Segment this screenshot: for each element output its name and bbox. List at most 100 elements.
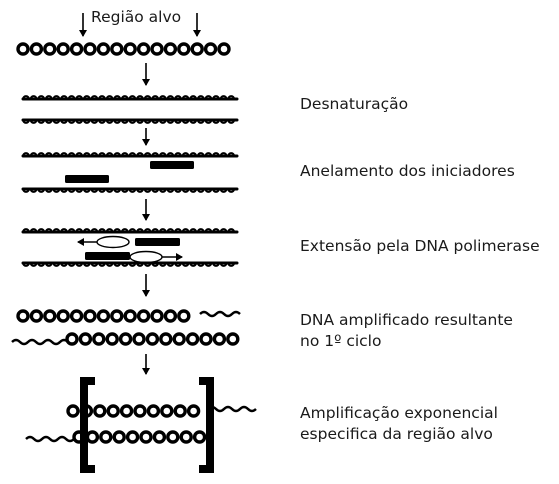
strand-bump <box>82 119 91 124</box>
strand-bump <box>52 95 61 100</box>
strand-bump <box>98 119 106 124</box>
strand-bump <box>22 119 30 124</box>
strand-bump <box>151 262 160 267</box>
strand-bump <box>166 152 175 157</box>
dna-ring <box>66 404 80 418</box>
strand-bump <box>158 228 167 233</box>
strand-bump <box>204 152 213 157</box>
strand-bump <box>105 152 114 157</box>
strand-bump <box>90 95 99 100</box>
strand-bump <box>98 262 106 267</box>
strand-bump <box>52 152 61 157</box>
strand-bump <box>227 188 236 193</box>
strand-bump <box>158 152 167 157</box>
dna-ring <box>173 404 187 418</box>
strand-bump <box>120 262 129 267</box>
strand-bump <box>67 95 76 100</box>
strand-bump <box>22 188 30 193</box>
strand-bump <box>29 228 38 233</box>
strand-bump <box>113 119 122 124</box>
strand-bump <box>143 152 152 157</box>
strand-bump <box>113 95 122 100</box>
dna-ring <box>152 430 167 444</box>
strand-bump <box>105 262 114 267</box>
strand-bump <box>136 119 144 124</box>
strand-bump <box>37 188 46 193</box>
step-exponential-line-1: Amplificação exponencial <box>300 404 498 422</box>
dna-ring <box>139 430 153 444</box>
strand-bump <box>60 262 68 267</box>
amplified-dna-top <box>16 309 191 323</box>
denatured-top-strand <box>21 95 239 101</box>
strand-bump <box>67 228 76 233</box>
annealing-top-strand <box>21 152 239 158</box>
dna-ring <box>172 332 186 346</box>
strand-bump <box>128 262 137 267</box>
primer-top <box>150 161 194 169</box>
strand-bump <box>90 152 99 157</box>
strand-bump <box>174 152 182 157</box>
dna-ring <box>69 309 84 323</box>
strand-bump <box>181 95 190 100</box>
strand-bump <box>22 262 30 267</box>
strand-bump <box>227 262 236 267</box>
strand-bump <box>120 188 129 193</box>
strand-bump <box>22 152 30 157</box>
extension-top-strand <box>21 228 239 234</box>
strand-bump <box>105 119 114 124</box>
dna-ring <box>119 404 134 418</box>
dna-ring <box>192 430 207 444</box>
dna-ring <box>136 42 151 56</box>
strand-bump <box>174 188 182 193</box>
strand-bump <box>174 262 182 267</box>
dna-ring <box>96 42 111 56</box>
strand-bump <box>105 228 114 233</box>
strand-bump <box>67 152 76 157</box>
strand-bump <box>98 188 106 193</box>
step-first-cycle-line-1: DNA amplificado resultante <box>300 311 513 329</box>
annealing-bottom-strand <box>21 187 239 193</box>
strand-bump <box>128 188 137 193</box>
strand-bump <box>29 188 38 193</box>
strand-bump <box>29 152 38 157</box>
strand-bump <box>128 95 137 100</box>
strand-bump <box>136 228 144 233</box>
strand-bump <box>227 119 236 124</box>
extension-primer-bottom <box>85 252 130 260</box>
strand-bump <box>204 95 213 100</box>
strand-bump <box>113 188 122 193</box>
dna-ring <box>185 332 200 346</box>
dna-ring <box>110 309 124 323</box>
strand-bump <box>37 95 46 100</box>
strand-bump <box>189 262 198 267</box>
extension-primer-top <box>135 238 180 246</box>
strand-bump <box>189 188 198 193</box>
dna-ring <box>133 404 147 418</box>
primer-bottom <box>65 175 109 183</box>
strand-bump <box>75 95 84 100</box>
strand-bump <box>212 262 220 267</box>
strand-bump <box>204 188 213 193</box>
strand-bump <box>120 228 129 233</box>
strand-bump <box>113 262 122 267</box>
strand-bump <box>52 262 61 267</box>
dna-ring <box>186 404 201 418</box>
strand-bump <box>181 228 190 233</box>
left-bracket <box>80 377 95 473</box>
dna-ring <box>123 309 137 323</box>
strand-bump <box>174 95 182 100</box>
strand-bump <box>120 119 129 124</box>
strand-bump <box>44 119 53 124</box>
dna-ring <box>163 42 178 56</box>
strand-bump <box>90 228 99 233</box>
strand-bump <box>189 95 198 100</box>
denatured-bottom-strand <box>21 118 239 124</box>
dna-ring <box>123 42 137 56</box>
strand-bump <box>151 95 160 100</box>
exponential-dna-bottom <box>72 430 207 444</box>
dna-ring <box>145 332 160 346</box>
dna-ring <box>69 42 84 56</box>
strand-bump <box>151 188 160 193</box>
dna-ring <box>92 332 106 346</box>
strand-bump <box>181 262 190 267</box>
